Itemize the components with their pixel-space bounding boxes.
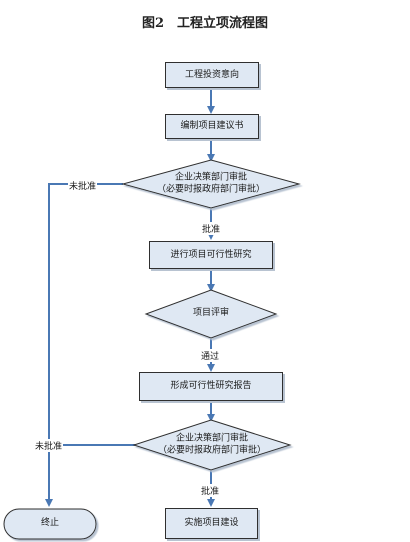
step-investment-intention-label: 工程投资意向 bbox=[184, 69, 239, 80]
step-project-proposal: 编制项目建议书 bbox=[165, 114, 259, 139]
step-implement-project: 实施项目建设 bbox=[165, 508, 258, 539]
decision-diamond-3 bbox=[132, 419, 292, 471]
decision-1-text: 企业决策部门审批 （必要时报政府部门审批） bbox=[157, 172, 265, 195]
decision-diamond-1 bbox=[121, 159, 301, 209]
edge-label-not-approved-1: 未批准 bbox=[68, 179, 98, 192]
decision-3-text: 企业决策部门审批 （必要时报政府部门审批） bbox=[158, 433, 266, 456]
step-feasibility-study: 进行项目可行性研究 bbox=[149, 241, 273, 269]
edge-label-not-approved-2: 未批准 bbox=[34, 439, 64, 452]
edge-label-approved-1: 批准 bbox=[201, 222, 222, 235]
end-terminator-label: 终止 bbox=[40, 518, 60, 529]
step-project-proposal-label: 编制项目建议书 bbox=[180, 121, 244, 132]
step-investment-intention: 工程投资意向 bbox=[165, 62, 259, 88]
edge-label-approved-2: 批准 bbox=[200, 484, 221, 497]
decision-1-line1: 企业决策部门审批 bbox=[174, 172, 248, 183]
decision-2-line1: 项目评审 bbox=[192, 308, 230, 319]
decision-2-text: 项目评审 bbox=[193, 308, 229, 320]
decision-3-line2: （必要时报政府部门审批） bbox=[157, 445, 267, 455]
decision-1-line2: （必要时报政府部门审批） bbox=[156, 184, 266, 194]
end-terminator-shape bbox=[3, 508, 97, 540]
edge-label-passed: 通过 bbox=[200, 349, 221, 362]
step-feasibility-study-label: 进行项目可行性研究 bbox=[170, 249, 252, 260]
step-feasibility-report: 形成可行性研究报告 bbox=[139, 372, 283, 401]
step-feasibility-report-label: 形成可行性研究报告 bbox=[170, 381, 252, 392]
decision-diamond-2 bbox=[144, 289, 278, 339]
decision-3-line1: 企业决策部门审批 bbox=[175, 433, 249, 444]
reject-path-1 bbox=[45, 183, 123, 507]
step-implement-project-label: 实施项目建设 bbox=[184, 518, 239, 529]
diagram-title: 图2 工程立项流程图 bbox=[141, 16, 269, 31]
